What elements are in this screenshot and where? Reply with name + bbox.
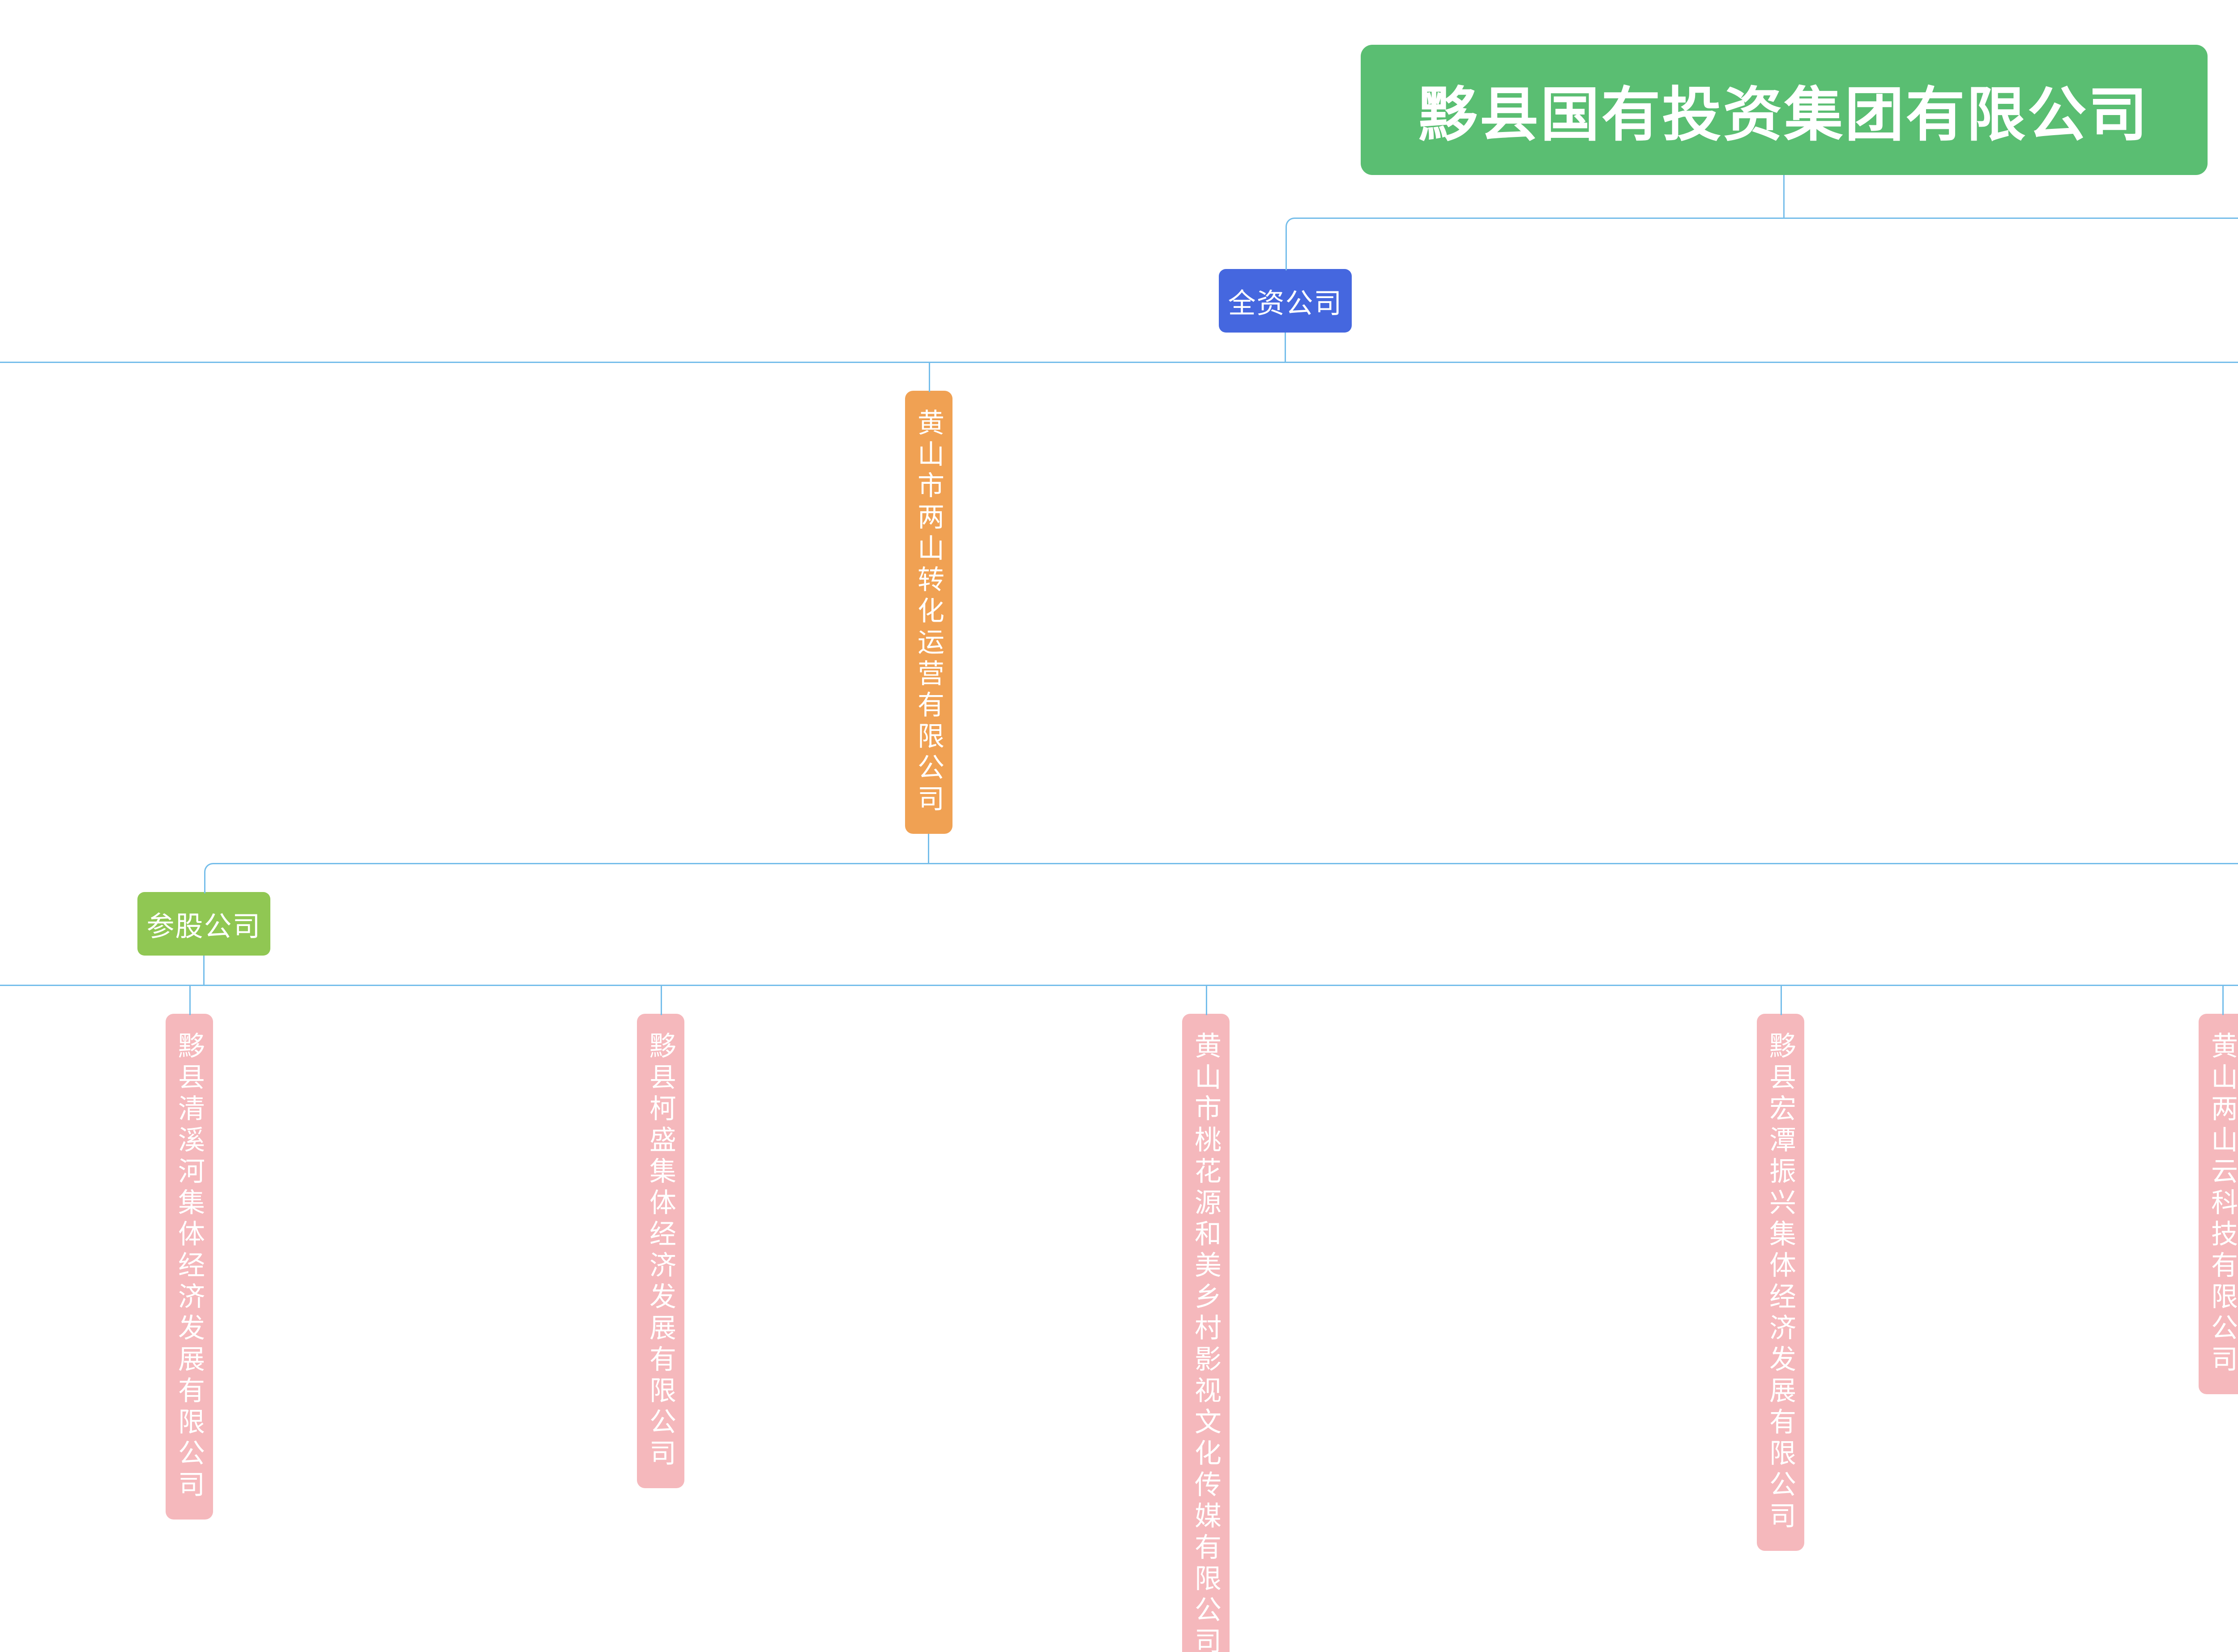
tag-wholly-owned[interactable]: 全资公司	[1219, 269, 1352, 333]
org-branch: 黟县柯盛集体经济发展有限公司	[432, 985, 890, 1488]
org-branch: 黄山市桃花源和美乡村影视文化传媒有限公司	[888, 985, 1524, 1652]
root-company-node[interactable]: 黟县国有投资集团有限公司	[1360, 45, 2208, 175]
company-node-minority[interactable]: 黟县宏潭振兴集体经济发展有限公司	[1756, 1014, 1804, 1551]
company-node-minority[interactable]: 黟县柯盛集体经济发展有限公司	[636, 1014, 684, 1488]
company-node-minority[interactable]: 黟县清溪河集体经济发展有限公司	[165, 1014, 213, 1520]
org-branch: 黄山市两山转化运营有限公司参股公司黟县美山经济发展有限公司黟县云麓生态经济发展有…	[0, 362, 2238, 1652]
org-branch: 黟县宏潭振兴集体经济发展有限公司	[1522, 985, 2040, 1551]
org-branch: 全资公司黟县国有资产运营有限公司参股公司黄山市黟县全域交通运输有限公司黄山桃花源…	[0, 218, 2238, 1652]
company-node-minority[interactable]: 黄山两山云科技有限公司	[2198, 1014, 2238, 1394]
org-children-row: 参股公司黟县美山经济发展有限公司黟县云麓生态经济发展有限公司黄山市黟县南湖月经济…	[0, 834, 2238, 1652]
org-children-row: 黟县美山经济发展有限公司黟县云麓生态经济发展有限公司黄山市黟县南湖月经济发展有限…	[0, 956, 2238, 1652]
tag-minority-stake[interactable]: 参股公司	[137, 892, 270, 956]
org-children-row: 全资公司黟县国有资产运营有限公司参股公司黄山市黟县全域交通运输有限公司黄山桃花源…	[0, 175, 2238, 1652]
org-branch: 黟县国有投资集团有限公司全资公司黟县国有资产运营有限公司参股公司黄山市黟县全域交…	[0, 45, 2238, 1652]
org-root-row: 黟县国有投资集团有限公司全资公司黟县国有资产运营有限公司参股公司黄山市黟县全域交…	[0, 45, 2238, 1652]
org-branch: 黄山两山云科技有限公司	[2038, 985, 2238, 1394]
org-branch: 黟县清溪河集体经济发展有限公司	[0, 985, 434, 1520]
company-node-wholly-owned[interactable]: 黄山市两山转化运营有限公司	[905, 391, 952, 834]
company-node-minority[interactable]: 黄山市桃花源和美乡村影视文化传媒有限公司	[1182, 1014, 1230, 1652]
org-children-row: 黟县国有资产运营有限公司参股公司黄山市黟县全域交通运输有限公司黄山桃花源产业投资…	[0, 333, 2238, 1652]
org-branch: 参股公司黟县美山经济发展有限公司黟县云麓生态经济发展有限公司黄山市黟县南湖月经济…	[0, 863, 2238, 1652]
